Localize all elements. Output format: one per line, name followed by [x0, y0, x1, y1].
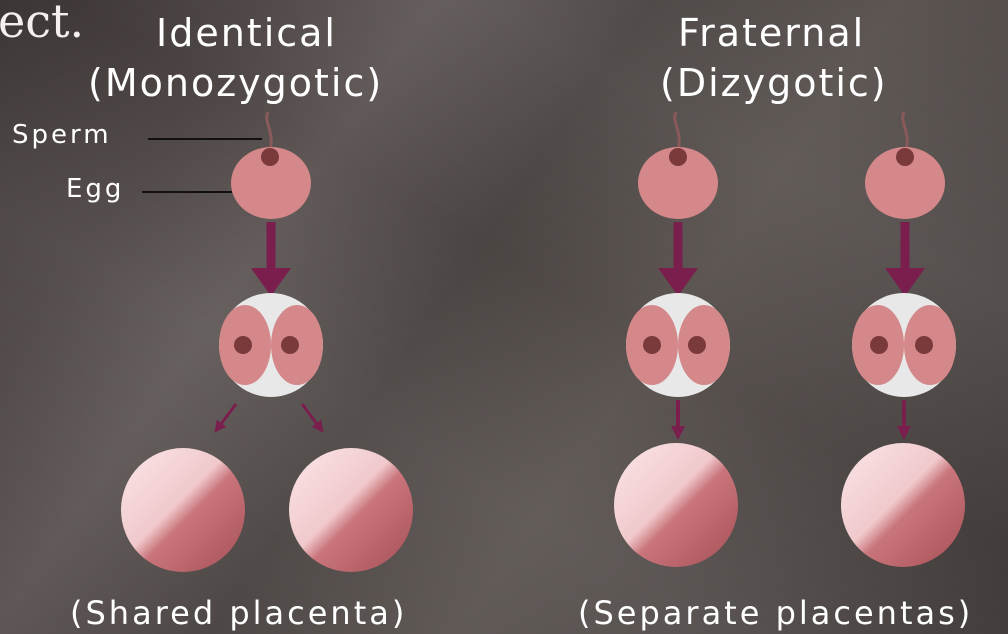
fraternal-egg-2 — [865, 112, 945, 219]
arrowhead-small-icon — [671, 426, 685, 440]
split-arrow-right-icon — [302, 404, 320, 428]
identical-egg — [231, 112, 311, 219]
placenta-separate-1 — [614, 443, 738, 567]
nucleus-right — [281, 336, 299, 354]
arrowhead-icon — [658, 268, 698, 296]
separate-placentas-caption: (Separate placentas) — [578, 594, 973, 632]
nucleus-left — [234, 336, 252, 354]
nucleus-right — [688, 336, 706, 354]
nucleus-left — [870, 336, 888, 354]
placenta-separate-2 — [841, 443, 965, 567]
sperm-tail — [903, 112, 907, 150]
fraternal-zygote-1 — [626, 293, 730, 397]
fraternal-zygote-2 — [852, 293, 956, 397]
arrowhead-small-icon — [897, 426, 911, 440]
shared-placenta-caption: (Shared placenta) — [70, 594, 407, 632]
split-arrow-left-icon — [218, 404, 236, 428]
arrowhead-icon — [251, 268, 291, 296]
arrowhead-icon — [885, 268, 925, 296]
nucleus-left — [643, 336, 661, 354]
sperm-head — [896, 148, 914, 166]
placenta-shared-right — [289, 448, 413, 572]
fraternal-egg-1 — [638, 112, 718, 219]
sperm-head — [669, 148, 687, 166]
sperm-tail — [675, 112, 679, 150]
nucleus-right — [915, 336, 933, 354]
sperm-tail — [267, 112, 271, 150]
placenta-shared-left — [121, 448, 245, 572]
identical-zygote — [219, 293, 323, 397]
sperm-head — [261, 148, 279, 166]
